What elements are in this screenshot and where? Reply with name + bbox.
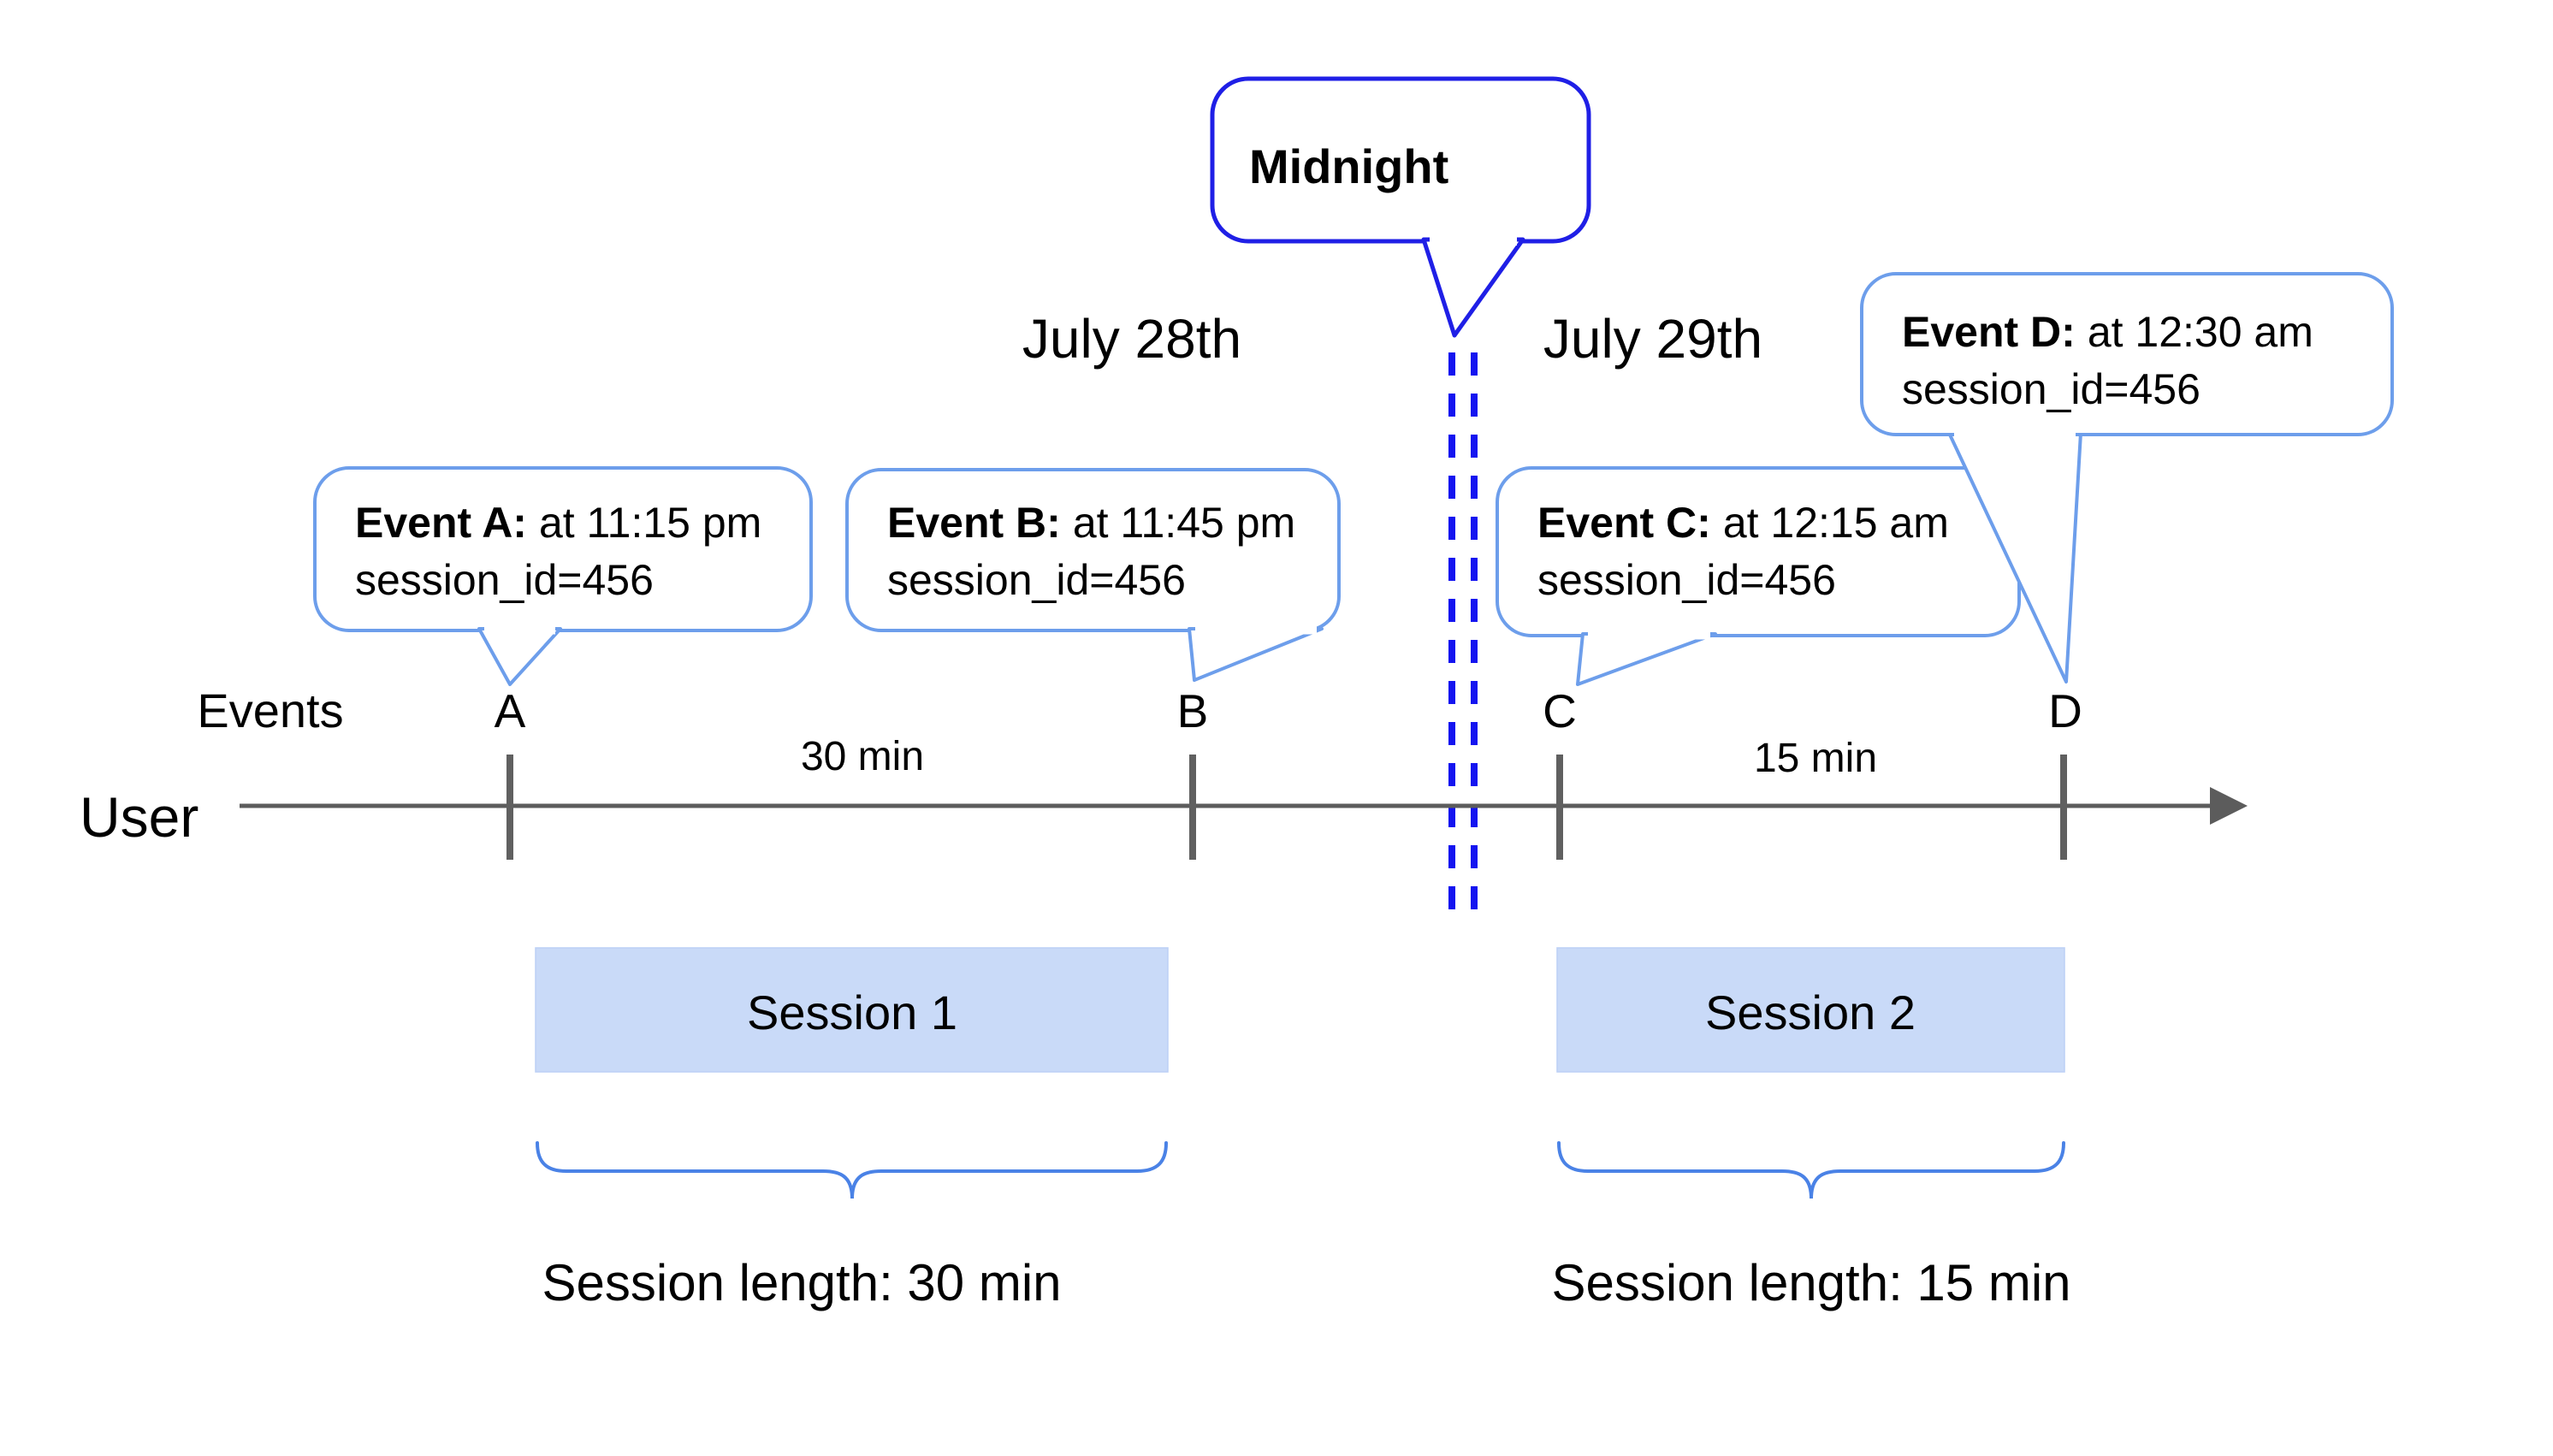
date-label-july-28: July 28th bbox=[1022, 308, 1241, 370]
session-2-rect bbox=[1556, 947, 2065, 1073]
event-a-time: at 11:15 pm bbox=[539, 499, 761, 547]
gap-label-15min: 15 min bbox=[1754, 736, 1877, 781]
events-axis-label: Events bbox=[197, 684, 343, 737]
midnight-tail bbox=[1421, 237, 1525, 338]
timeline-arrowhead-icon bbox=[2210, 787, 2248, 825]
date-label-july-29: July 29th bbox=[1543, 308, 1762, 370]
event-b-title: Event B: bbox=[887, 499, 1061, 547]
event-letter-d: D bbox=[2048, 684, 2082, 737]
event-b-time: at 11:45 pm bbox=[1073, 499, 1295, 547]
midnight-divider bbox=[1448, 352, 1478, 919]
session-1-brace bbox=[536, 1141, 1168, 1199]
event-a-session: session_id=456 bbox=[355, 556, 654, 604]
session-2-length-label: Session length: 15 min bbox=[1551, 1254, 2070, 1311]
event-c-bubble bbox=[1496, 466, 2021, 637]
event-d-callout: Event D:at 12:30 am session_id=456 bbox=[1860, 272, 2394, 684]
event-d-line1: Event D:at 12:30 am bbox=[1902, 308, 2313, 356]
event-d-time: at 12:30 am bbox=[2088, 308, 2313, 356]
event-a-tail bbox=[477, 627, 562, 686]
event-c-title: Event C: bbox=[1537, 499, 1711, 547]
event-b-line1: Event B:at 11:45 pm bbox=[887, 499, 1295, 547]
event-c-session: session_id=456 bbox=[1537, 556, 1836, 604]
event-c-time: at 12:15 am bbox=[1723, 499, 1949, 547]
event-b-callout: Event B:at 11:45 pm session_id=456 bbox=[845, 468, 1341, 682]
session-1-label: Session 1 bbox=[747, 985, 957, 1039]
session-1-box: Session 1 bbox=[535, 947, 1169, 1073]
midnight-callout: Midnight bbox=[1210, 76, 1591, 338]
event-d-session: session_id=456 bbox=[1902, 365, 2201, 413]
session-1-rect bbox=[535, 947, 1169, 1073]
session-1-length-label: Session length: 30 min bbox=[542, 1254, 1061, 1311]
event-c-line1: Event C:at 12:15 am bbox=[1537, 499, 1949, 547]
event-c-callout: Event C:at 12:15 am session_id=456 bbox=[1496, 466, 2021, 686]
gap-label-30min: 30 min bbox=[801, 734, 924, 779]
event-d-bubble bbox=[1860, 272, 2394, 436]
event-b-tail bbox=[1188, 627, 1324, 682]
event-c-tail bbox=[1576, 632, 1717, 686]
event-b-session: session_id=456 bbox=[887, 556, 1186, 604]
session-2-box: Session 2 bbox=[1556, 947, 2065, 1073]
event-a-bubble bbox=[313, 466, 813, 632]
session-2-brace bbox=[1557, 1141, 2065, 1199]
event-letter-c: C bbox=[1543, 684, 1577, 737]
user-axis-label: User bbox=[80, 785, 198, 849]
event-d-title: Event D: bbox=[1902, 308, 2076, 356]
midnight-bubble bbox=[1210, 76, 1591, 244]
event-b-bubble bbox=[845, 468, 1341, 632]
midnight-label: Midnight bbox=[1249, 139, 1448, 193]
event-a-title: Event A: bbox=[355, 499, 527, 547]
user-timeline bbox=[240, 755, 2248, 860]
event-letter-b: B bbox=[1177, 684, 1209, 737]
event-letter-a: A bbox=[495, 684, 526, 737]
session-2-label: Session 2 bbox=[1705, 985, 1916, 1039]
event-a-line1: Event A:at 11:15 pm bbox=[355, 499, 761, 547]
event-a-callout: Event A:at 11:15 pm session_id=456 bbox=[313, 466, 813, 686]
